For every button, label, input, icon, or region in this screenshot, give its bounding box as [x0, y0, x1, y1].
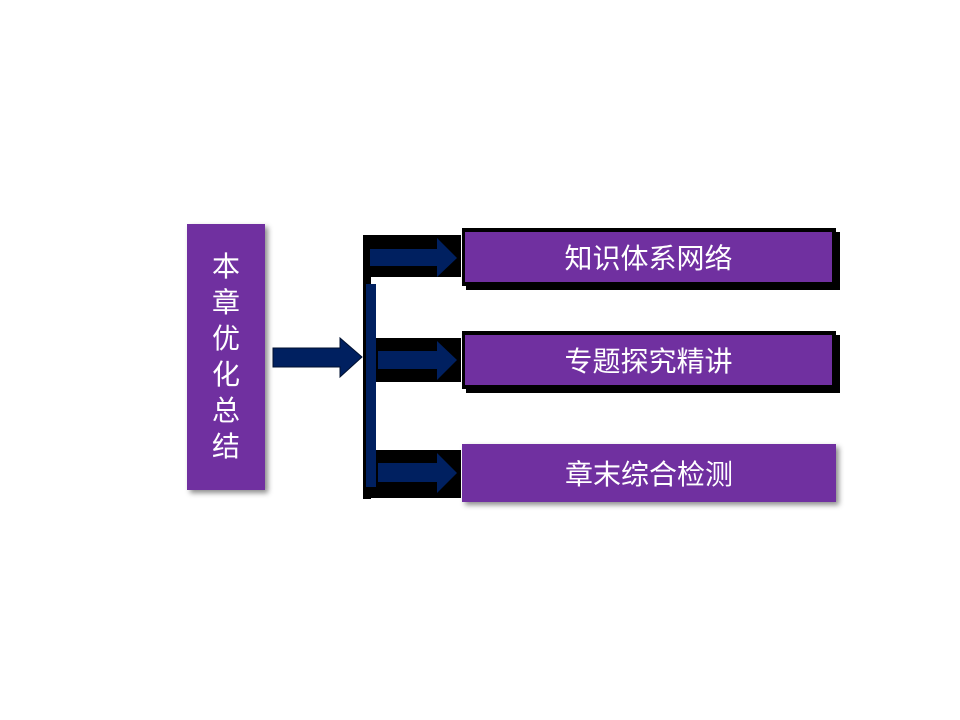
- root-node-chapter-summary[interactable]: 本 章 优 化 总 结: [187, 224, 265, 490]
- root-char: 本: [211, 250, 240, 283]
- root-char: 章: [211, 286, 240, 319]
- root-char: 结: [211, 430, 240, 463]
- branch-node-chapter-test[interactable]: 章末综合检测: [462, 444, 836, 502]
- branch-label: 章末综合检测: [564, 458, 733, 491]
- branch-label: 知识体系网络: [564, 242, 733, 275]
- branch-arrow-1: [370, 238, 457, 277]
- branch-node-topic-study[interactable]: 专题探究精讲: [462, 331, 836, 389]
- main-arrow: [272, 336, 363, 379]
- middle-arrow-backing: [363, 338, 461, 382]
- bracket-spine: [366, 284, 376, 487]
- root-char: 优: [211, 322, 240, 355]
- branch-arrow-3: [378, 453, 457, 493]
- top-arrow-backing: [363, 235, 461, 277]
- connector-backing: [363, 235, 371, 499]
- branch-label: 专题探究精讲: [564, 345, 733, 378]
- branch-arrow-2: [378, 341, 457, 380]
- bottom-arrow-backing: [363, 450, 461, 498]
- branch-node-knowledge-network[interactable]: 知识体系网络: [462, 228, 836, 286]
- root-char: 化: [211, 358, 240, 391]
- root-char: 总: [211, 394, 240, 427]
